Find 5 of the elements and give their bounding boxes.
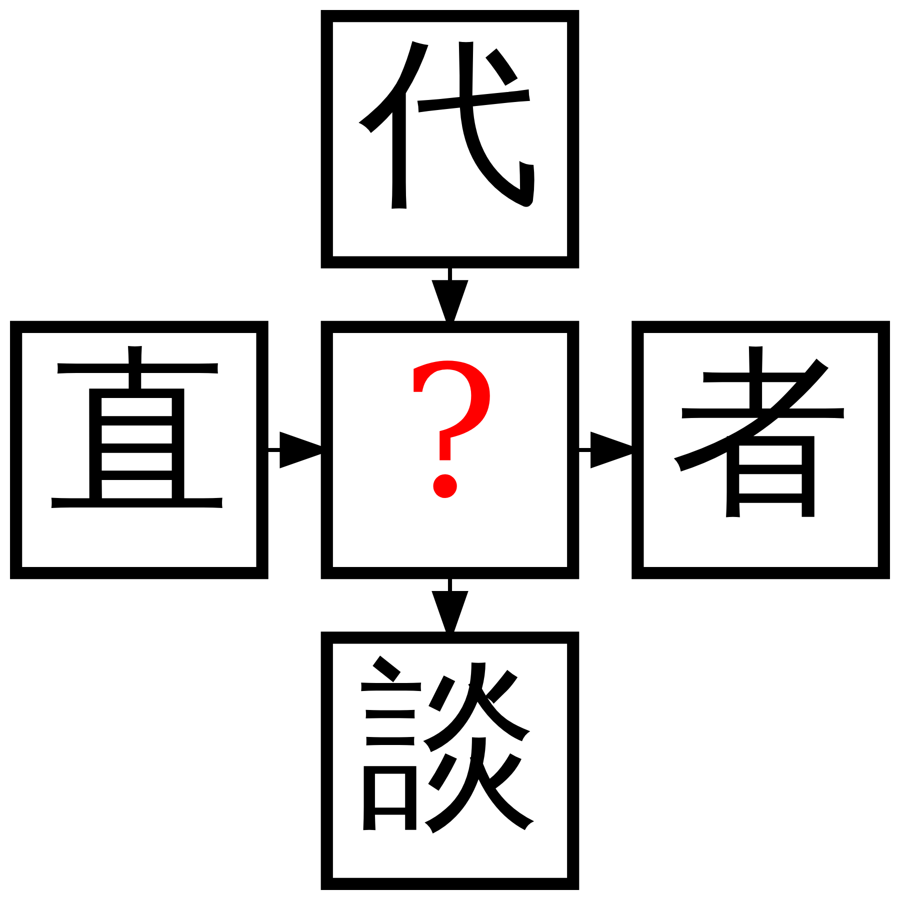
node-box: 者: [632, 320, 890, 580]
node-box: ?: [320, 320, 580, 580]
node-box: 談: [320, 632, 580, 890]
node-box: 直: [10, 320, 268, 580]
node-box: 代: [320, 10, 580, 268]
